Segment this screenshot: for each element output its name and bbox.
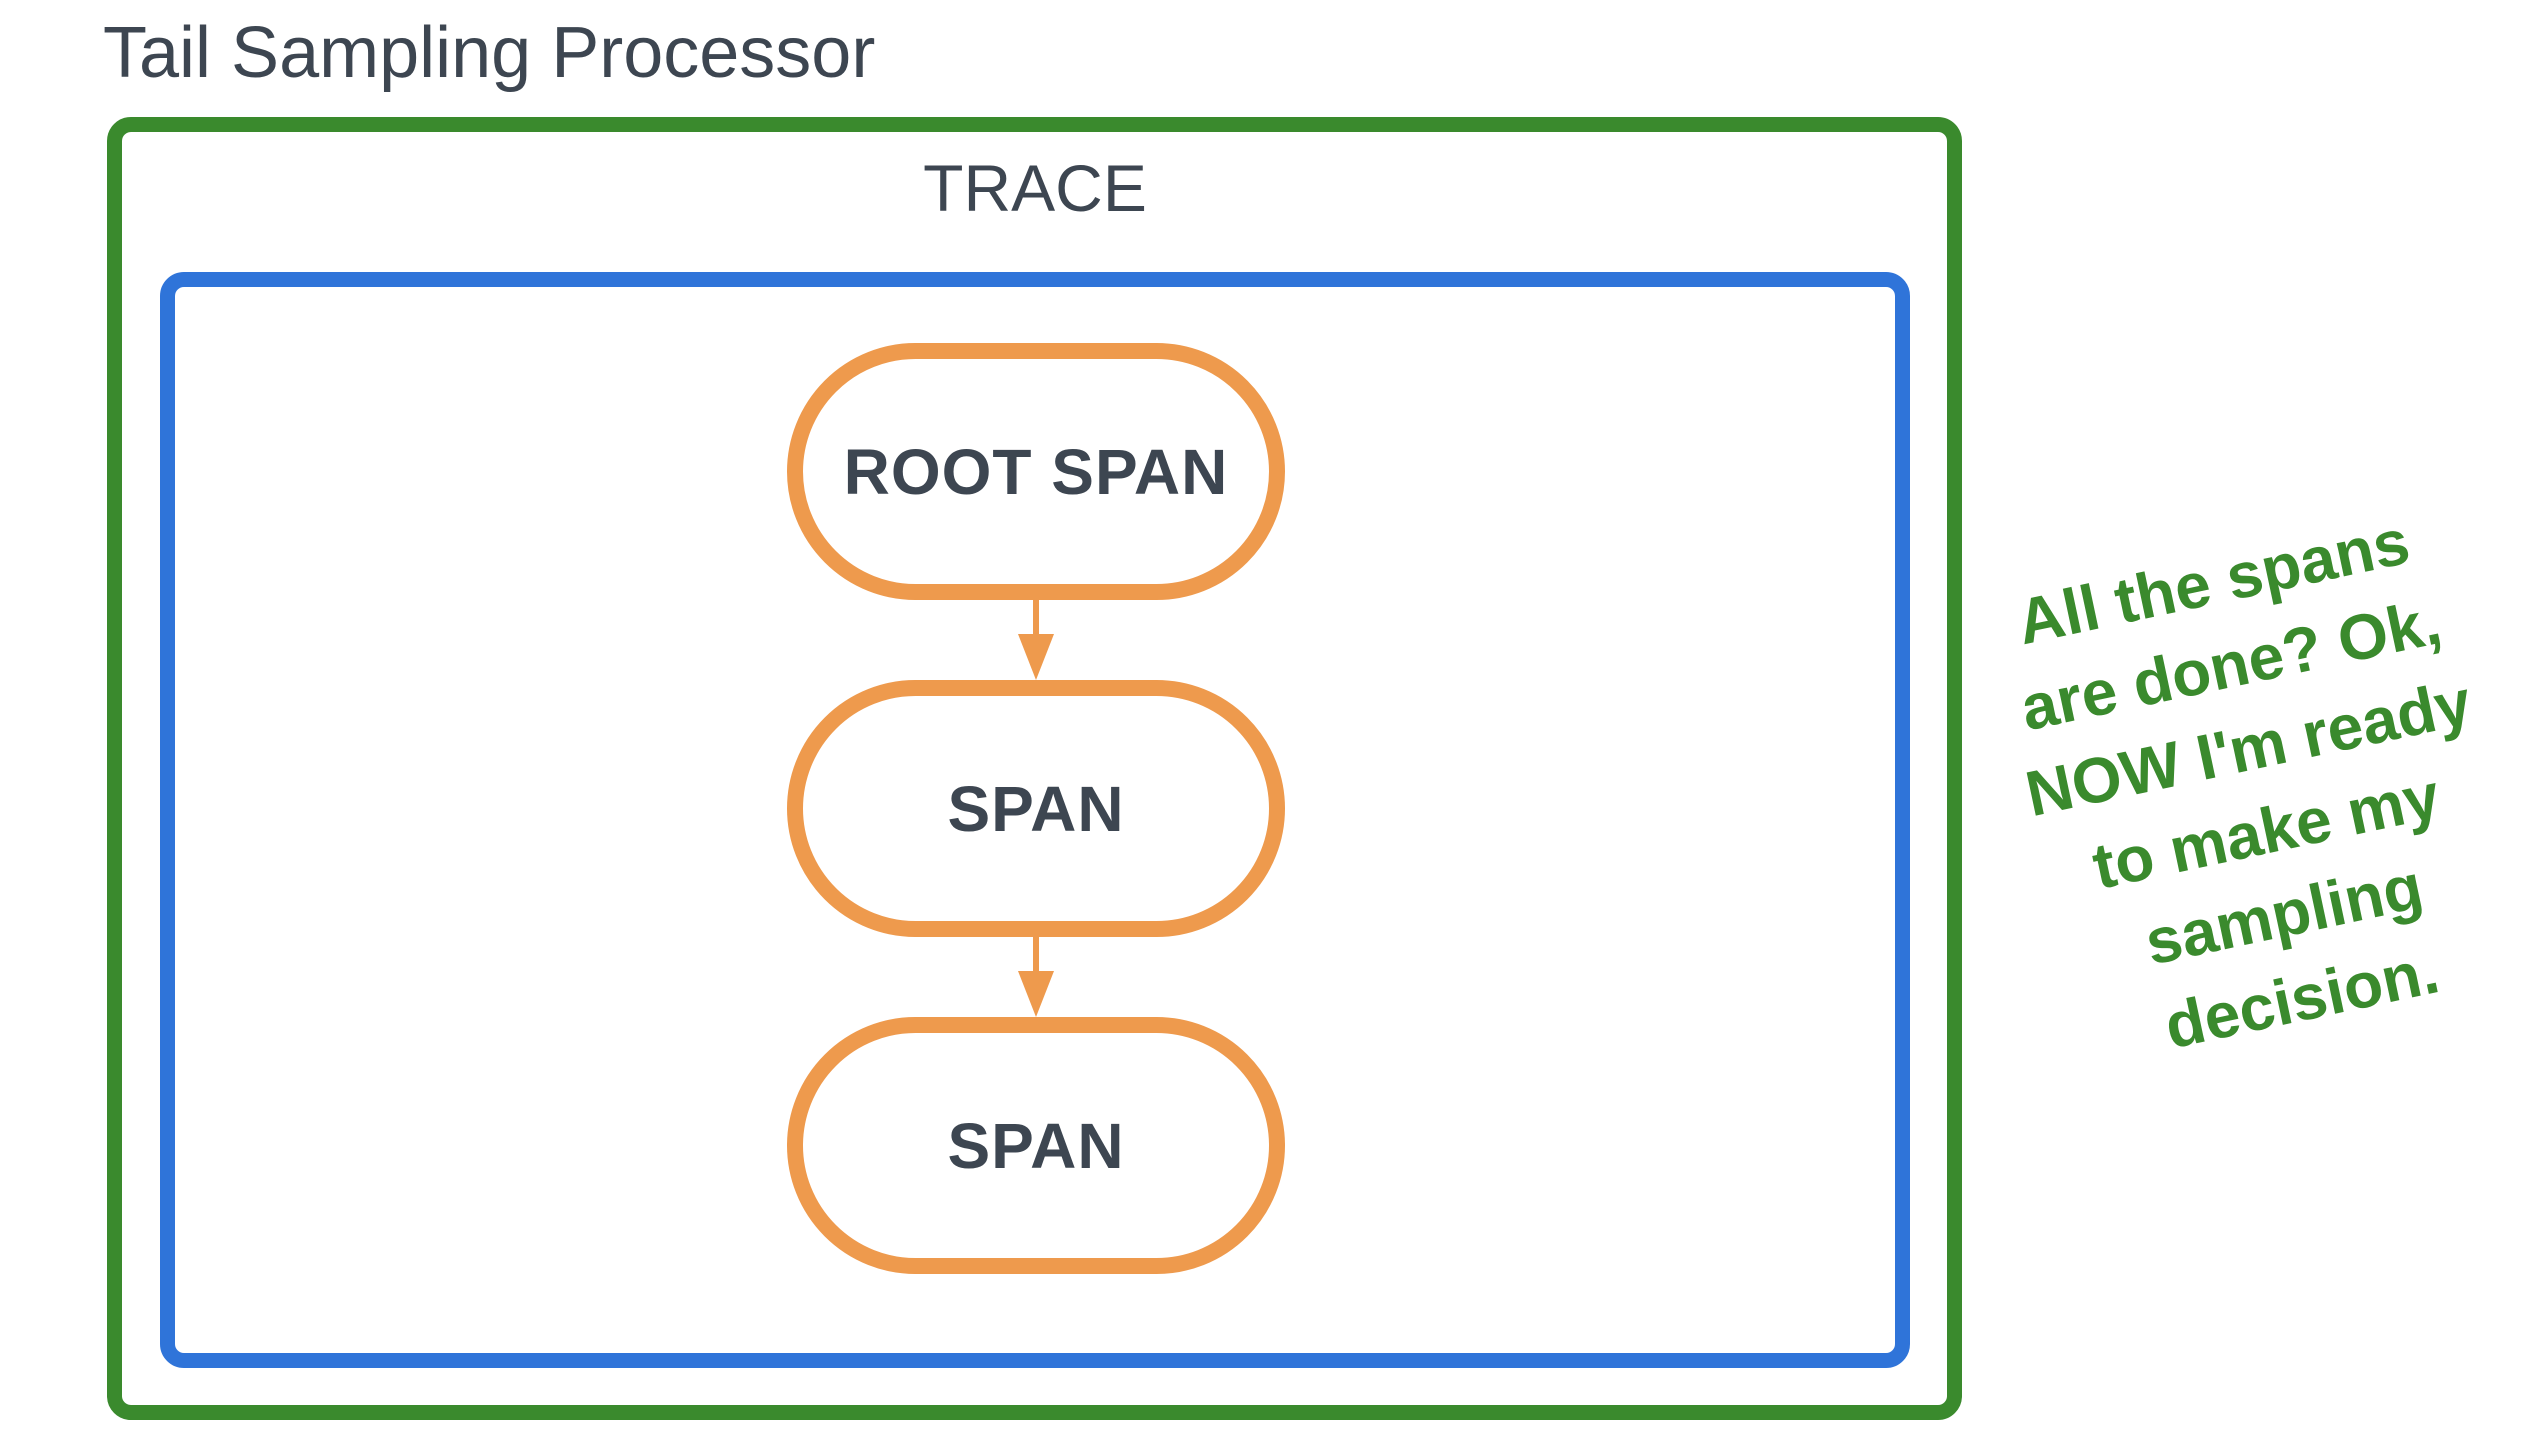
arrow-down-icon [1018, 935, 1054, 1017]
page-title: Tail Sampling Processor [103, 13, 876, 93]
node-span-middle: SPAN [787, 680, 1285, 937]
node-span-bottom-label: SPAN [947, 1109, 1125, 1182]
trace-label: TRACE [923, 151, 1147, 225]
node-root-span: ROOT SPAN [787, 343, 1285, 600]
trace-box [160, 272, 1910, 1368]
node-span-middle-label: SPAN [947, 772, 1125, 845]
node-span-bottom: SPAN [787, 1017, 1285, 1274]
node-root-span-label: ROOT SPAN [843, 435, 1229, 508]
arrow-down-icon [1018, 598, 1054, 680]
tail-sampling-processor-box [107, 117, 1962, 1420]
annotation-text: All the spans are done? Ok, NOW I'm read… [2010, 505, 2478, 1062]
